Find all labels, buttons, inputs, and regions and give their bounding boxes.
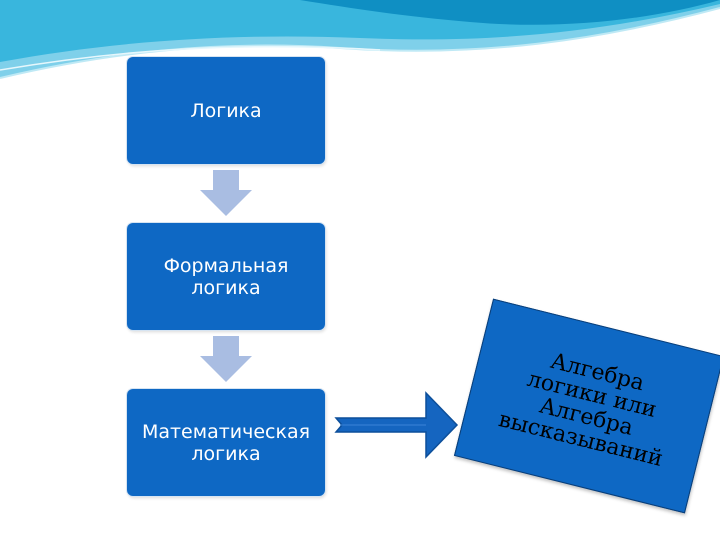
formal-logic-box: Формальная логика: [127, 223, 325, 330]
down-arrow-2: [200, 336, 252, 382]
algebra-result-box: Алгебра логики или Алгебра высказываний: [453, 298, 720, 514]
logic-box: Логика: [127, 57, 325, 164]
math-logic-label: Математическая логика: [141, 420, 311, 465]
right-arrow: [334, 391, 459, 459]
algebra-result-label: Алгебра логики или Алгебра высказываний: [496, 348, 666, 472]
header-wave-decoration: [0, 0, 720, 79]
logic-label: Логика: [190, 99, 262, 122]
down-arrow-1: [200, 170, 252, 216]
math-logic-box: Математическая логика: [127, 389, 325, 496]
formal-logic-label: Формальная логика: [163, 254, 289, 299]
